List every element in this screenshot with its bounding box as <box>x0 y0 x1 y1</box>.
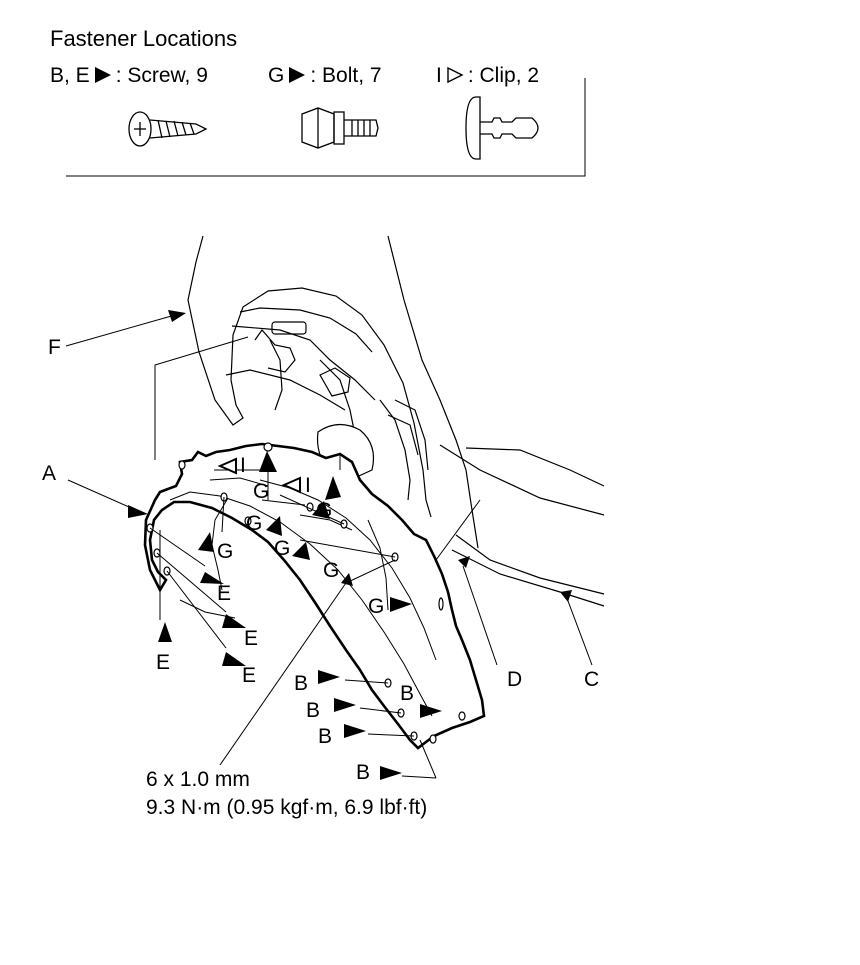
arrow-e4 <box>158 622 172 642</box>
arrow-e3 <box>222 652 246 666</box>
label-g5: G <box>217 540 233 563</box>
legend-clip: I : Clip, 2 <box>436 64 539 88</box>
label-c: C <box>584 668 599 691</box>
arrow-clip2 <box>281 476 301 494</box>
bolt-size-spec: 6 x 1.0 mm <box>146 768 250 791</box>
label-e1: E <box>217 582 231 605</box>
arrow-b2 <box>334 698 356 712</box>
label-e2: E <box>244 627 258 650</box>
filled-triangle-icon <box>94 66 111 83</box>
arrow-g1 <box>325 476 341 500</box>
legend-box-border <box>66 78 586 177</box>
arrow-clip1 <box>217 457 237 475</box>
arrow-g4 <box>292 542 310 560</box>
arrow-a <box>128 505 148 518</box>
legend-screw: B, E : Screw, 9 <box>50 64 208 88</box>
label-a: A <box>42 462 56 485</box>
clip-icon <box>465 96 539 160</box>
arrow-clip-bolt <box>259 451 277 472</box>
label-g1: G <box>253 480 269 503</box>
diagram-title: Fastener Locations <box>50 26 238 51</box>
label-f: F <box>48 336 61 359</box>
label-b4: B <box>318 725 332 748</box>
label-b3: B <box>306 699 320 722</box>
legend-screw-codes: B, E <box>50 64 90 87</box>
arrow-e2 <box>222 614 246 628</box>
label-e4: E <box>156 651 170 674</box>
arrow-spec <box>341 573 353 586</box>
arrow-c <box>560 590 572 602</box>
arrow-b5 <box>380 766 402 780</box>
legend-bolt: G : Bolt, 7 <box>268 64 382 88</box>
arrow-b4 <box>420 704 442 718</box>
fastener-arrows <box>128 310 572 780</box>
legend-clip-codes: I <box>436 64 442 87</box>
label-g2: G <box>316 499 332 522</box>
label-g3: G <box>246 512 262 535</box>
legend-clip-text: : Clip, 2 <box>467 64 540 87</box>
arrow-d <box>458 556 470 568</box>
label-b2: B <box>400 682 414 705</box>
arrow-g6 <box>390 597 412 612</box>
arrow-g5 <box>312 501 330 519</box>
outline-triangle-icon <box>447 66 464 84</box>
filled-triangle-icon <box>289 66 306 83</box>
label-b5: B <box>356 761 370 784</box>
label-b1: B <box>294 672 308 695</box>
clip-arrows <box>217 457 301 494</box>
torque-spec: 9.3 N·m (0.95 kgf·m, 6.9 lbf·ft) <box>146 796 428 819</box>
arrow-g2 <box>198 532 214 552</box>
legend-screw-text: : Screw, 9 <box>115 64 208 87</box>
label-e3: E <box>242 664 256 687</box>
label-d: D <box>507 668 522 691</box>
arrow-g3 <box>266 516 282 536</box>
screw-icon <box>128 111 208 147</box>
arrow-f <box>168 310 186 322</box>
leader-lines <box>65 312 593 779</box>
label-i1: I <box>240 454 246 477</box>
legend-bolt-text: : Bolt, 7 <box>310 64 382 87</box>
bolt-icon <box>301 107 379 149</box>
legend-bolt-codes: G <box>268 64 285 87</box>
label-g4: G <box>274 537 290 560</box>
label-g7: G <box>368 595 384 618</box>
label-g6: G <box>323 559 339 582</box>
label-i2: I <box>305 474 311 497</box>
arrow-e1 <box>200 572 224 584</box>
arrow-b1 <box>318 670 340 684</box>
arrow-b3 <box>344 724 366 738</box>
